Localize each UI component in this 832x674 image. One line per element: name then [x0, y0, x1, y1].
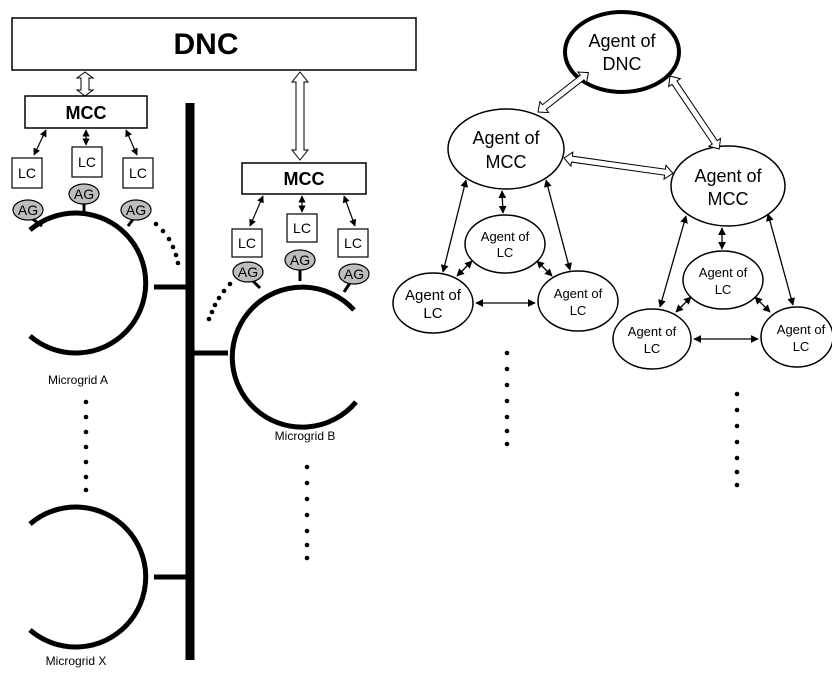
dnc-label: DNC — [174, 28, 239, 61]
agent-mcc-left-node — [447, 108, 565, 190]
ag-a3 — [120, 199, 152, 221]
dnc-mcc-a-hollow-arrow — [75, 71, 95, 97]
ag-a1 — [12, 199, 44, 221]
agent-lc-line1: Agent of — [628, 324, 677, 339]
dotted-arc-a — [153, 221, 181, 266]
lc-label: LC — [129, 165, 147, 181]
agent-mcc-line2: MCC — [486, 152, 527, 172]
agent-lc-line2: LC — [793, 339, 810, 354]
dotted-arc-b — [206, 281, 233, 322]
agent-lc-left-top — [464, 214, 546, 274]
left-architecture: DNC MCC LC LC LC AG AG AG — [11, 17, 417, 668]
ellipsis-right-left — [504, 350, 510, 447]
agent-lc-right-a — [612, 308, 692, 370]
dnc-mcc-left-hollow-arrow — [537, 71, 590, 114]
agent-mcc-right-node — [670, 145, 786, 227]
agent-lc-line2: LC — [644, 341, 661, 356]
dnc-mcc-b-hollow-arrow — [290, 71, 310, 161]
lc-box-b1 — [231, 228, 263, 258]
ag-label: AG — [290, 252, 310, 268]
microgrid-b-label: Microgrid B — [275, 429, 336, 443]
ag-b1 — [232, 261, 264, 283]
dnc-mcc-right-hollow-arrow — [668, 75, 722, 150]
ag-a2 — [68, 183, 100, 205]
mcc-label-a: MCC — [66, 103, 107, 123]
ag-label: AG — [74, 186, 94, 202]
agent-lc-line2: LC — [423, 305, 442, 322]
ag-label: AG — [18, 202, 38, 218]
agent-lc-line1: Agent of — [699, 265, 748, 280]
lc-label: LC — [344, 235, 362, 251]
agent-lc-line2: LC — [570, 303, 587, 318]
microgrid-x-circle — [28, 504, 149, 650]
microgrid-a-label: Microgrid A — [48, 373, 108, 387]
agent-lc-left-b — [537, 270, 619, 332]
lc-box-b2 — [286, 213, 318, 243]
agent-lc-line1: Agent of — [554, 286, 603, 301]
agent-mcc-line1: Agent of — [694, 166, 762, 186]
lc-label: LC — [78, 154, 96, 170]
agent-dnc-line2: DNC — [603, 54, 642, 74]
agent-dnc-node — [563, 10, 681, 94]
agent-lc-right-b — [760, 306, 832, 368]
lc-label: LC — [293, 220, 311, 236]
microgrid-b-circle — [229, 284, 358, 430]
agent-lc-line1: Agent of — [405, 287, 462, 304]
lc-box-a3 — [122, 157, 154, 189]
ellipsis-b — [304, 464, 310, 561]
agent-lc-line1: Agent of — [777, 322, 826, 337]
microgrid-x-label: Microgrid X — [46, 654, 107, 668]
lc-box-a2 — [71, 146, 103, 178]
agent-lc-line1: Agent of — [481, 229, 530, 244]
ag-b3 — [338, 263, 370, 285]
mcc-label-b: MCC — [284, 169, 325, 189]
agent-mcc-line2: MCC — [708, 189, 749, 209]
lc-label: LC — [238, 235, 256, 251]
mcc-mcc-hollow-arrow — [563, 151, 674, 181]
agent-lc-right-top — [682, 250, 764, 310]
ellipsis-right-right — [734, 391, 740, 488]
ag-label: AG — [344, 266, 364, 282]
lc-label: LC — [18, 165, 36, 181]
ellipsis-a — [83, 399, 89, 493]
agent-lc-line2: LC — [715, 282, 732, 297]
agent-lc-line2: LC — [497, 245, 514, 260]
ag-label: AG — [126, 202, 146, 218]
agent-lc-left-a — [392, 272, 474, 334]
ag-label: AG — [238, 264, 258, 280]
agent-dnc-line1: Agent of — [588, 31, 656, 51]
lc-box-a1 — [11, 157, 43, 189]
microgrid-a-circle — [28, 210, 149, 356]
mcc-box-b — [241, 162, 367, 195]
lc-box-b3 — [337, 228, 369, 258]
mcc-box-a — [24, 95, 148, 129]
right-agent-network: Agent of DNC Agent of MCC Agent of MCC A… — [392, 10, 832, 488]
dnc-box — [11, 17, 417, 71]
agent-mcc-line1: Agent of — [472, 128, 540, 148]
ag-b2 — [284, 249, 316, 271]
